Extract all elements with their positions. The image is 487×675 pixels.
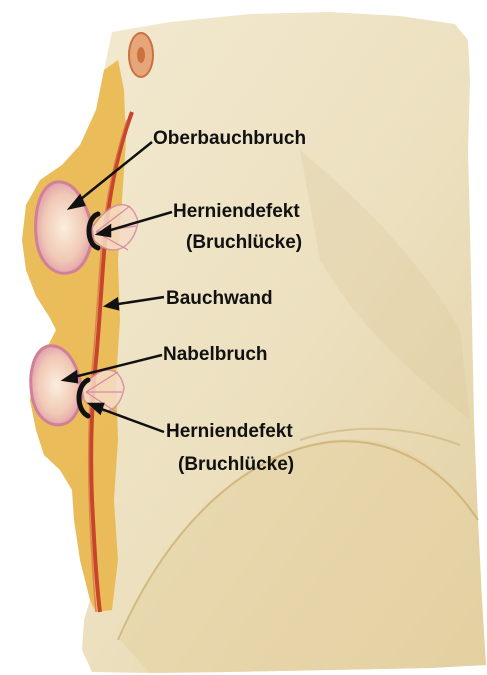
label-bruchluecke-upper: (Bruchlücke): [186, 231, 302, 255]
label-herniendefekt-lower: Herniendefekt: [166, 420, 293, 444]
label-nabelbruch: Nabelbruch: [163, 343, 268, 367]
label-bauchwand: Bauchwand: [166, 287, 273, 311]
label-bruchluecke-lower: (Bruchlücke): [178, 453, 294, 477]
label-herniendefekt-upper: Herniendefekt: [173, 200, 300, 224]
label-oberbauchbruch: Oberbauchbruch: [153, 127, 306, 151]
abdominal-wall-band: [22, 60, 126, 612]
